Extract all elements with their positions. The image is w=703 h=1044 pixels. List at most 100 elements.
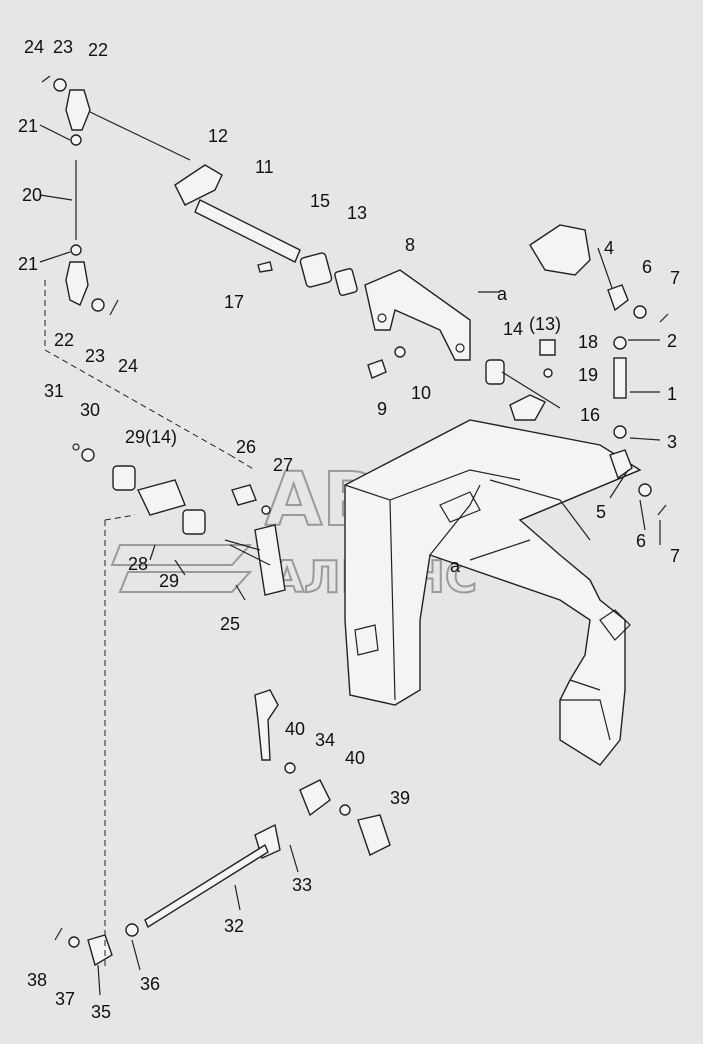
lever-16 (509, 394, 546, 421)
label-17: 17 (224, 292, 244, 312)
nut-21-bottom (70, 244, 82, 256)
label-6-bottom: 6 (636, 531, 646, 551)
label-a-top: a (497, 284, 508, 304)
rod-32 (144, 843, 269, 929)
label-35: 35 (91, 1002, 111, 1022)
nut-21-top (70, 134, 82, 146)
pin-31 (72, 443, 80, 451)
washer-27 (261, 505, 271, 515)
label-40-left: 40 (285, 719, 305, 739)
pin-7-top (659, 313, 669, 323)
label-4: 4 (604, 238, 614, 258)
pin-24-top (41, 75, 51, 83)
watermark-logo (110, 544, 253, 593)
label-23-bottom: 23 (85, 346, 105, 366)
label-40-right: 40 (345, 748, 365, 768)
nut-23-top (53, 78, 67, 92)
label-6-top: 6 (642, 257, 652, 277)
nut-6-top (633, 305, 647, 319)
label-39: 39 (390, 788, 410, 808)
label-3: 3 (667, 432, 677, 452)
bolt-26 (231, 484, 257, 506)
washer-40-left (284, 762, 296, 774)
label-a-bottom: a (450, 556, 461, 576)
label-13-paren: (13) (529, 314, 561, 334)
label-10: 10 (411, 383, 431, 403)
pin-24-bottom (109, 299, 119, 316)
bracket-25 (254, 524, 286, 596)
bolt-9 (367, 359, 387, 379)
bolt-18 (539, 339, 556, 356)
label-22-top: 22 (88, 40, 108, 60)
label-1: 1 (667, 384, 677, 404)
lever-34 (299, 779, 331, 817)
label-2: 2 (667, 331, 677, 351)
rod-end-35 (87, 934, 113, 967)
label-9: 9 (377, 399, 387, 419)
label-33: 33 (292, 875, 312, 895)
label-28: 28 (128, 554, 148, 574)
label-21-top: 21 (18, 116, 38, 136)
label-7-top: 7 (670, 268, 680, 288)
label-21-bottom: 21 (18, 254, 38, 274)
rod-end-4 (607, 284, 629, 312)
bushing-29-bottom (182, 509, 206, 535)
label-32: 32 (224, 916, 244, 936)
rod-end-22-bottom (65, 261, 89, 306)
label-31: 31 (44, 381, 64, 401)
label-22-bottom: 22 (54, 330, 74, 350)
nut-36 (125, 923, 139, 937)
bushing-13 (334, 268, 358, 296)
label-29: 29 (159, 571, 179, 591)
washer-40-right (339, 804, 351, 816)
rod-1 (613, 357, 627, 399)
label-29-14: 29(14) (125, 427, 177, 447)
bushing-14 (485, 359, 505, 385)
linkage-parts (41, 75, 669, 967)
label-20: 20 (22, 185, 42, 205)
label-26: 26 (236, 437, 256, 457)
washer-10 (394, 346, 406, 358)
washer-30 (81, 448, 95, 462)
leader-lines (39, 111, 661, 996)
bracket-8 (364, 269, 471, 361)
shaft-11 (194, 199, 301, 263)
lever-28 (137, 479, 186, 516)
label-7-bottom: 7 (670, 546, 680, 566)
nut-3 (613, 425, 627, 439)
label-24-bottom: 24 (118, 356, 138, 376)
part-labels: 24 23 22 21 20 21 22 23 24 12 11 15 13 1… (18, 37, 680, 1022)
nut-37 (68, 936, 80, 948)
label-12: 12 (208, 126, 228, 146)
pin-7-bottom (657, 504, 667, 516)
nut-6-bottom (638, 483, 652, 497)
label-37: 37 (55, 989, 75, 1009)
rod-end-22-top (65, 89, 91, 131)
label-24-top: 24 (24, 37, 44, 57)
label-8: 8 (405, 235, 415, 255)
label-16: 16 (580, 405, 600, 425)
label-27: 27 (273, 455, 293, 475)
label-18: 18 (578, 332, 598, 352)
label-36: 36 (140, 974, 160, 994)
label-15: 15 (310, 191, 330, 211)
nut-23-bottom (91, 298, 105, 312)
bracket-top-right (529, 224, 591, 276)
bolt-39 (357, 814, 391, 856)
main-frame (344, 419, 642, 766)
nut-2 (613, 336, 627, 350)
rod-end-5 (609, 449, 633, 480)
label-30: 30 (80, 400, 100, 420)
label-11: 11 (255, 157, 274, 177)
label-13: 13 (347, 203, 367, 223)
bushing-29-top (112, 465, 136, 491)
pin-38 (54, 927, 63, 941)
key-17 (257, 261, 273, 273)
label-38: 38 (27, 970, 47, 990)
label-25: 25 (220, 614, 240, 634)
label-19: 19 (578, 365, 598, 385)
label-34: 34 (315, 730, 335, 750)
label-5: 5 (596, 502, 606, 522)
washer-19 (543, 368, 553, 378)
